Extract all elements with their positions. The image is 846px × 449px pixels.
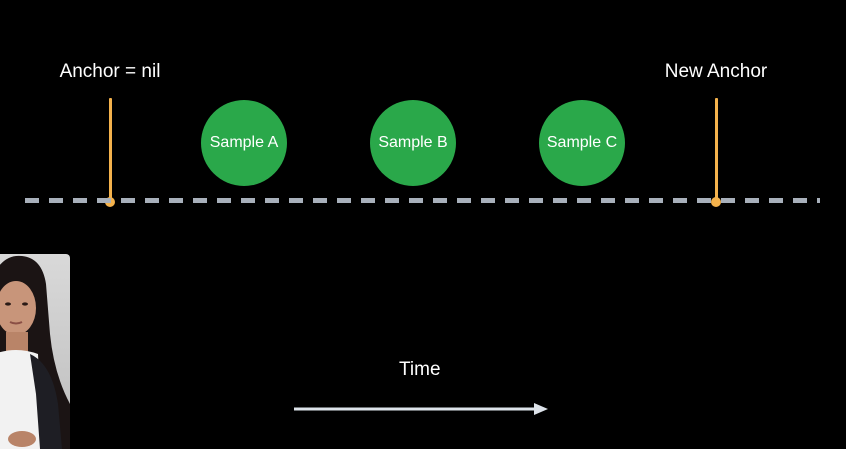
- time-label: Time: [399, 359, 441, 380]
- sample-b-node: Sample B: [370, 100, 456, 186]
- presenter-video: [0, 254, 70, 449]
- sample-a-node: Sample A: [201, 100, 287, 186]
- new-anchor-label: New Anchor: [664, 61, 768, 82]
- start-anchor-label: Anchor = nil: [59, 61, 161, 82]
- sample-c-node: Sample C: [539, 100, 625, 186]
- start-anchor-line: [109, 98, 112, 202]
- time-arrow-icon: [294, 403, 548, 415]
- new-anchor-line: [715, 98, 718, 202]
- presenter-image: [0, 254, 70, 449]
- dashed-timeline: [25, 198, 820, 203]
